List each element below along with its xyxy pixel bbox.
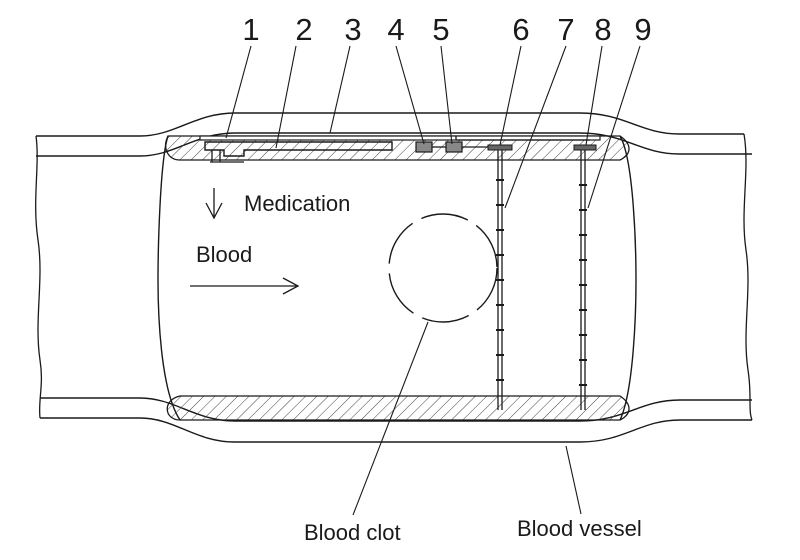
medication-reservoir xyxy=(199,135,601,163)
medication-label: Medication xyxy=(244,191,350,216)
part-number-1: 1 xyxy=(242,12,259,47)
electrode-right xyxy=(573,144,597,410)
part-number-4: 4 xyxy=(387,12,404,47)
blood-clot-circle xyxy=(388,213,498,323)
part-number-8: 8 xyxy=(594,12,611,47)
blood-vessel xyxy=(35,112,753,443)
electrode-left-ticks xyxy=(496,179,504,381)
part-number-9: 9 xyxy=(634,12,651,47)
vessel-break-right xyxy=(743,133,753,421)
blood-vessel-label: Blood vessel xyxy=(517,516,642,541)
top-strip xyxy=(199,135,601,141)
vessel-wall-bottom xyxy=(40,417,752,443)
vessel-break-left xyxy=(35,135,43,419)
electrode-right-cap xyxy=(573,144,597,151)
electrode-right-ticks xyxy=(579,184,587,386)
part-number-2: 2 xyxy=(295,12,312,47)
blood-label: Blood xyxy=(196,242,252,267)
blood-clot-label: Blood clot xyxy=(304,520,401,545)
wire-top xyxy=(455,136,590,141)
reservoir-channel xyxy=(204,141,393,157)
blood-flow-arrow xyxy=(190,277,300,295)
outlet-port xyxy=(210,150,244,163)
part-number-5: 5 xyxy=(432,12,449,47)
part-numbers: 1 2 3 4 5 6 7 8 9 xyxy=(242,12,651,47)
stent-left-wall xyxy=(157,135,181,421)
stent-body xyxy=(157,135,637,421)
electrode-left xyxy=(487,144,513,410)
stent-right-wall xyxy=(619,135,637,421)
vessel-wall-top xyxy=(36,112,744,137)
medication-arrow xyxy=(205,188,223,220)
part-number-7: 7 xyxy=(557,12,574,47)
electrode-left-cap xyxy=(487,144,513,151)
leader-lines xyxy=(225,45,641,516)
component-5 xyxy=(445,141,463,153)
part-number-3: 3 xyxy=(344,12,361,47)
vessel-wall-bottom-inner xyxy=(40,397,752,422)
part-number-6: 6 xyxy=(512,12,529,47)
